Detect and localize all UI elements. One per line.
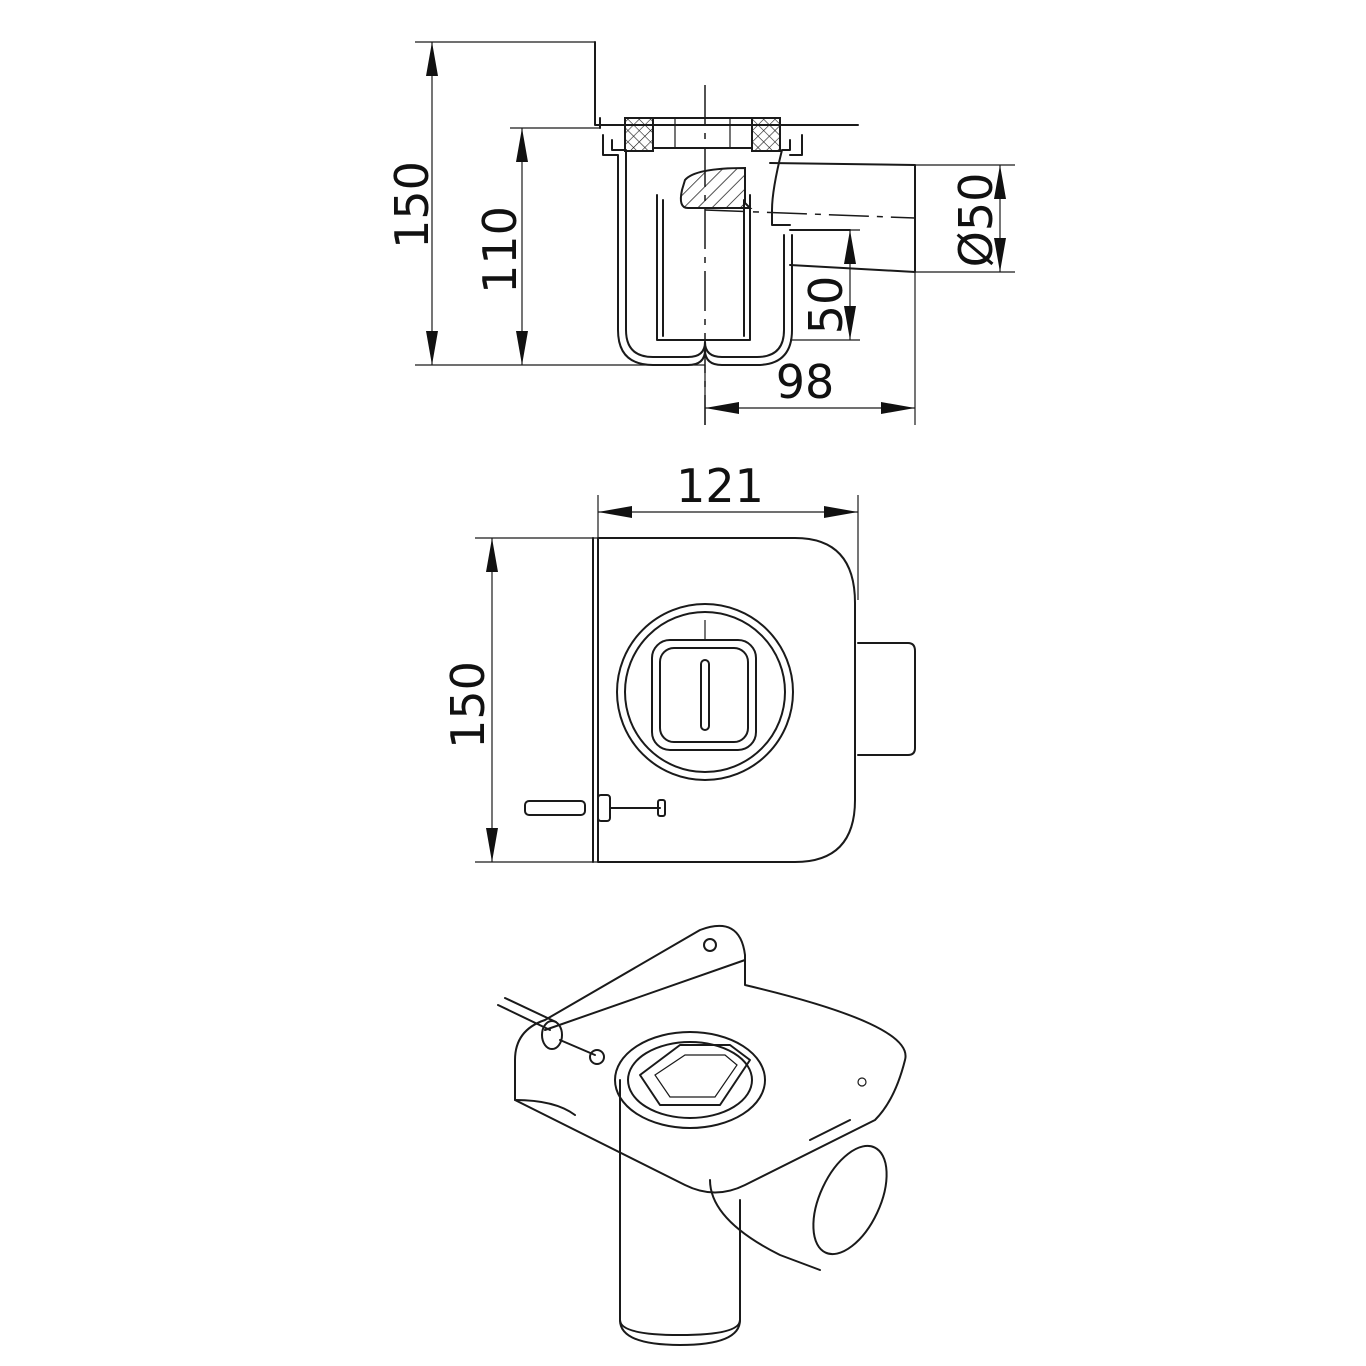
dim-label-98: 98 bbox=[776, 355, 835, 409]
dim-label-150: 150 bbox=[385, 161, 439, 249]
dim-label-50: 50 bbox=[799, 276, 853, 335]
flange-plate-iso bbox=[514, 925, 907, 1194]
dim-label-diameter-50: Ø50 bbox=[949, 173, 1003, 268]
dimension-outlet-height: 50 bbox=[799, 230, 856, 340]
dimension-outlet-offset: 98 bbox=[705, 355, 915, 414]
isometric-view bbox=[497, 925, 907, 1346]
dimension-height: 150 bbox=[441, 538, 498, 862]
top-view: 121 150 bbox=[441, 459, 916, 863]
wall-anchor bbox=[524, 794, 666, 822]
dimension-total-height: 150 bbox=[385, 42, 439, 365]
dimension-width: 121 bbox=[598, 459, 858, 518]
flange-plate bbox=[597, 537, 856, 863]
dimension-body-height: 110 bbox=[473, 128, 528, 365]
dim-label-150-top: 150 bbox=[441, 661, 495, 749]
dim-label-121: 121 bbox=[676, 459, 764, 513]
outlet-pipe bbox=[857, 642, 916, 756]
dim-label-110: 110 bbox=[473, 206, 527, 294]
side-section-view: 150 110 Ø50 50 98 bbox=[385, 41, 1015, 425]
dimension-outlet-diameter: Ø50 bbox=[949, 165, 1006, 272]
wall-anchor-iso bbox=[497, 997, 605, 1065]
